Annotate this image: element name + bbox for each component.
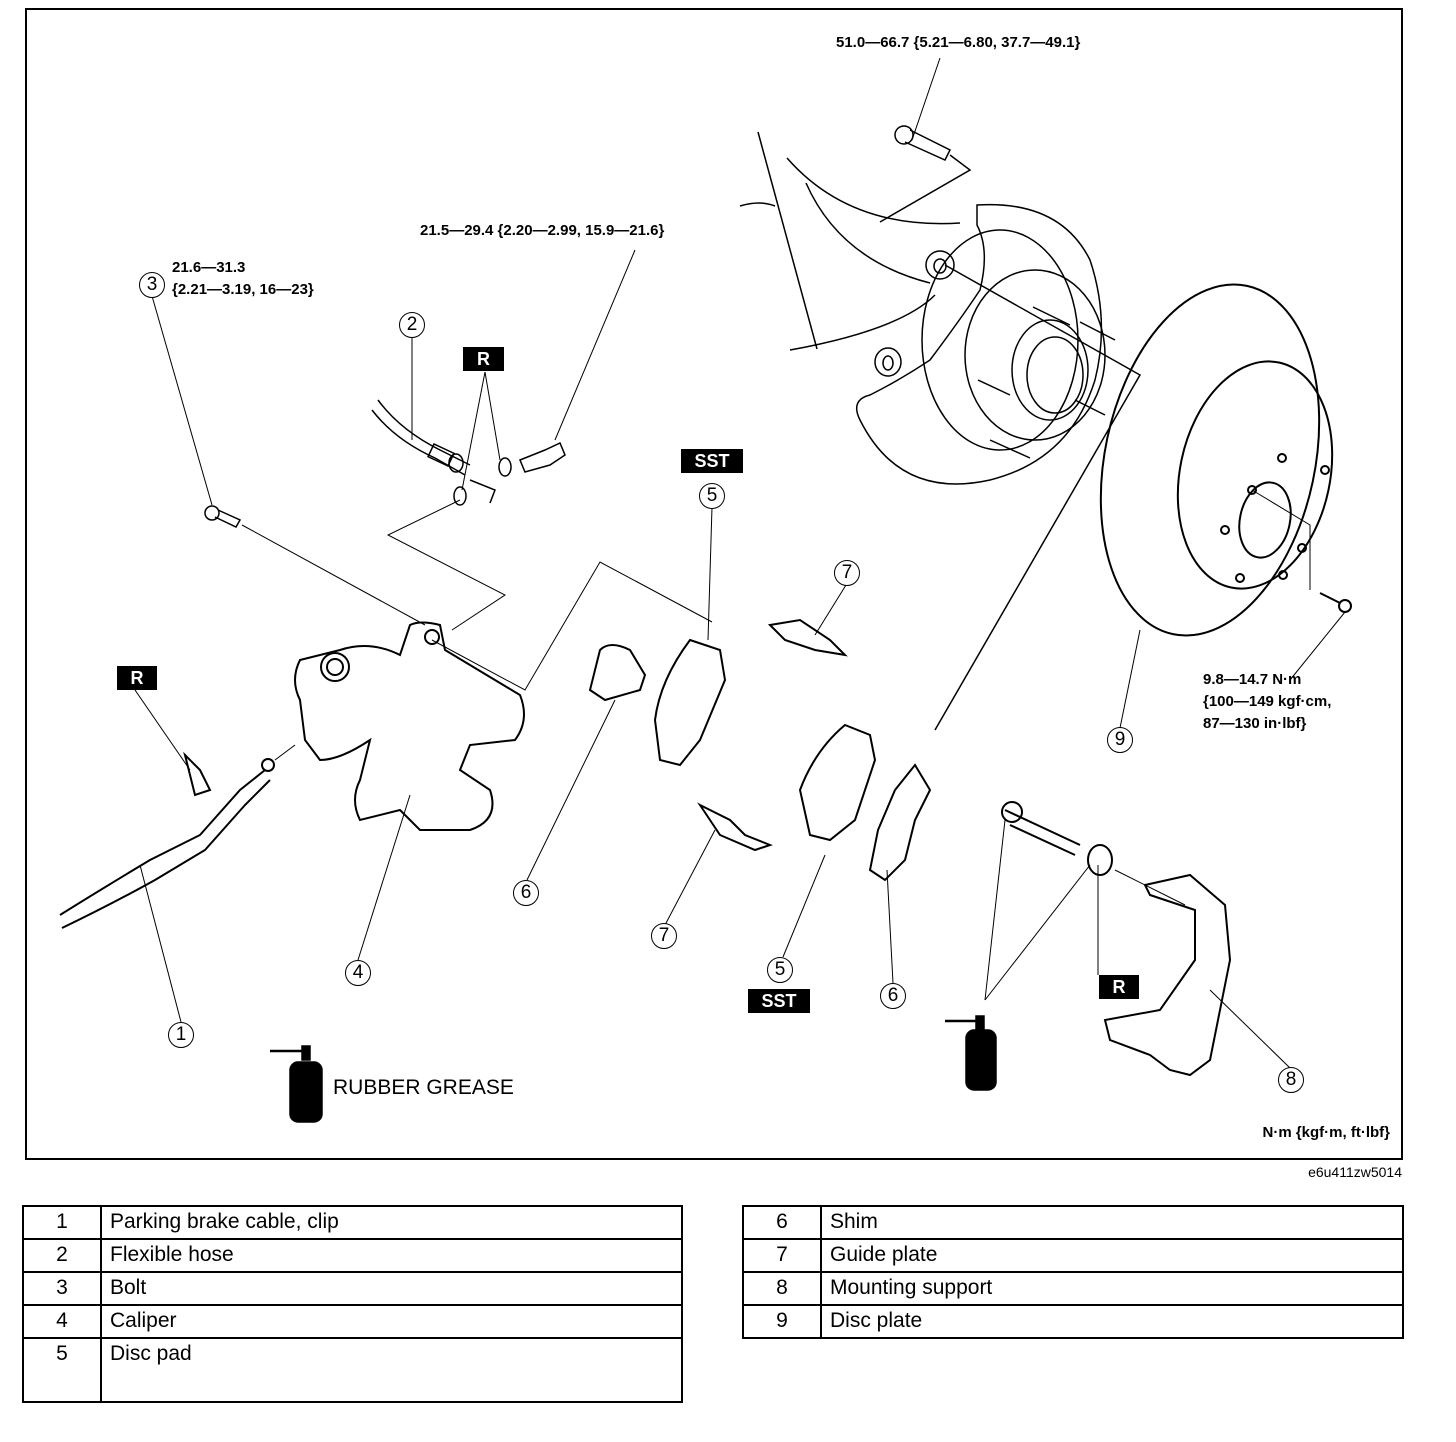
replace-tag-clip: R: [117, 666, 157, 690]
legend-name: Guide plate: [820, 1238, 1404, 1273]
pads-shims-drawing: [588, 618, 1232, 1077]
diagram-frame: [25, 8, 1403, 1160]
rubber-grease-label: RUBBER GREASE: [333, 1076, 514, 1099]
callout-6-left: 6: [513, 880, 539, 906]
sst-tag-lower: SST: [748, 989, 810, 1013]
leader-lines: [134, 57, 1291, 1069]
units-note: N·m {kgf·m, ft·lbf}: [1262, 1124, 1391, 1141]
figure-id: e6u411zw5014: [1308, 1164, 1402, 1180]
callout-8: 8: [1278, 1067, 1304, 1093]
legend-name: Flexible hose: [100, 1238, 683, 1273]
legend-name: Bolt: [100, 1271, 683, 1306]
flexible-hose-drawing: [371, 399, 566, 631]
legend-name: Disc pad: [100, 1337, 683, 1403]
grease-can-icon-large: [270, 1045, 323, 1123]
torque-spec-caliper-bolt-line1: 21.6—31.3: [172, 259, 246, 276]
torque-spec-caliper-bolt-line2: {2.21—3.19, 16—23}: [172, 281, 314, 298]
callout-3: 3: [139, 272, 165, 298]
callout-5-upper: 5: [699, 483, 725, 509]
sst-tag-upper: SST: [681, 449, 743, 473]
disc-plate-drawing: [1099, 283, 1352, 681]
knuckle-hub: [739, 131, 1142, 731]
legend-num: 9: [742, 1304, 822, 1339]
replace-tag-hose: R: [463, 347, 504, 371]
legend-name: Caliper: [100, 1304, 683, 1339]
replace-tag-boot: R: [1099, 975, 1139, 999]
legend-num: 6: [742, 1205, 822, 1240]
legend-num: 2: [22, 1238, 102, 1273]
callout-9: 9: [1107, 727, 1133, 753]
legend-num: 5: [22, 1337, 102, 1403]
legend-num: 1: [22, 1205, 102, 1240]
torque-spec-upper-bolt: 51.0—66.7 {5.21—6.80, 37.7—49.1}: [836, 34, 1081, 51]
parking-brake-cable-drawing: [59, 744, 296, 929]
legend-num: 7: [742, 1238, 822, 1273]
callout-4: 4: [345, 960, 371, 986]
legend-name: Shim: [820, 1205, 1404, 1240]
torque-spec-disc-screw-line1: 9.8—14.7 N·m: [1203, 671, 1302, 688]
legend-name: Parking brake cable, clip: [100, 1205, 683, 1240]
caliper-drawing: [294, 561, 713, 831]
callout-7-upper: 7: [834, 560, 860, 586]
callout-5-lower: 5: [767, 957, 793, 983]
torque-spec-disc-screw-line3: 87—130 in·lbf}: [1203, 715, 1307, 732]
legend-name: Disc plate: [820, 1304, 1404, 1339]
legend-num: 3: [22, 1271, 102, 1306]
torque-spec-disc-screw-line2: {100—149 kgf·cm,: [1203, 693, 1332, 710]
callout-6-right: 6: [880, 983, 906, 1009]
legend-num: 4: [22, 1304, 102, 1339]
callout-7-lower: 7: [651, 923, 677, 949]
grease-can-icon-small: [945, 1015, 997, 1091]
legend-name: Mounting support: [820, 1271, 1404, 1306]
legend-num: 8: [742, 1271, 822, 1306]
callout-1: 1: [168, 1022, 194, 1048]
caliper-bolt-drawing: [204, 505, 426, 626]
torque-spec-hose-bolt: 21.5—29.4 {2.20—2.99, 15.9—21.6}: [420, 222, 665, 239]
callout-2: 2: [399, 312, 425, 338]
upper-bolt: [879, 125, 972, 223]
